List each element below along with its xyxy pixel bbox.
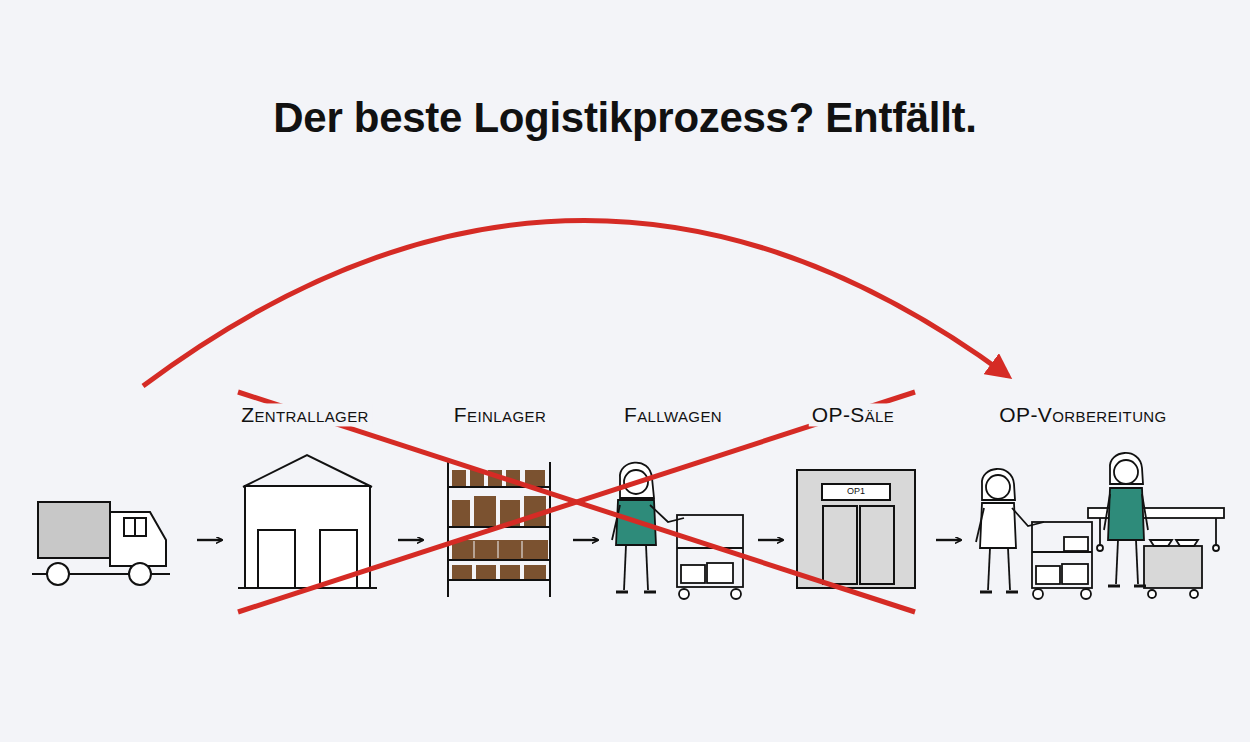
shelf-icon-part-part (452, 470, 466, 486)
room-sign: OP1 (845, 487, 867, 497)
shelf-icon-part-part (522, 541, 523, 558)
or-preparation-scene-part (1064, 537, 1088, 551)
shelf-icon-part-part (452, 500, 470, 526)
or-preparation-scene-part (988, 548, 990, 590)
truck-icon-part (110, 512, 166, 566)
or-preparation-scene-part (1036, 566, 1060, 584)
or-preparation-scene-part (1144, 546, 1202, 588)
flow-arrow-part (758, 539, 783, 541)
case-cart-person-part (644, 591, 656, 594)
case-cart-person-part (679, 589, 689, 599)
case-cart-person-part (612, 505, 620, 540)
warehouse-icon-part (243, 455, 372, 487)
shelf-icon-part-part (524, 565, 546, 579)
shelf-icon-part-part (476, 565, 496, 579)
or-preparation-scene-part (1104, 494, 1110, 530)
or-preparation-scene-part (1190, 590, 1198, 598)
or-preparation-scene-part (1033, 589, 1043, 599)
shelf-icon-part-part (474, 496, 496, 526)
warehouse-icon (238, 455, 377, 588)
red-cross-out (238, 392, 915, 612)
or-preparation-scene-part (1097, 545, 1103, 551)
or-preparation-scene-part (1108, 488, 1144, 540)
shelf-icon-part-part (448, 559, 550, 561)
flow-arrow-part (197, 539, 222, 541)
or-preparation-scene-part (1062, 564, 1088, 584)
or-preparation-scene-part (1012, 508, 1044, 526)
or-preparation-scene-part (1110, 453, 1143, 484)
case-cart-person-part (707, 563, 733, 583)
case-cart-person-part (616, 591, 628, 594)
case-cart-person-part (681, 565, 705, 583)
red-cross-out-part (238, 392, 915, 612)
or-preparation-scene-part (1006, 591, 1018, 594)
case-cart-person-part (624, 545, 626, 590)
truck-icon-part (134, 518, 136, 536)
flow-arrow-part (936, 539, 961, 541)
or-preparation-scene-part (980, 503, 1016, 548)
station-label: Fallwagen (621, 403, 725, 426)
or-preparation-scene-part (1142, 494, 1148, 530)
truck-icon-part (38, 502, 110, 558)
or-preparation-scene-part (986, 475, 1010, 499)
operating-room-icon (797, 470, 915, 588)
or-preparation-scene-part (1134, 585, 1146, 588)
or-preparation-scene-part (1215, 518, 1217, 545)
or-preparation-scene-part (1213, 545, 1219, 551)
flow-arrow-part (398, 539, 423, 541)
warehouse-icon-part (258, 530, 295, 588)
truck-icon (32, 502, 170, 585)
or-preparation-scene-part (1148, 590, 1156, 598)
operating-room-icon-part (822, 484, 890, 500)
shelf-icon-part-part (452, 565, 472, 579)
truck-icon-part (129, 563, 151, 585)
truck-icon-part (47, 563, 69, 585)
or-preparation-scene-part (1116, 540, 1118, 584)
shelf-icon-part-part (474, 541, 475, 558)
or-preparation-scene-part (1008, 548, 1010, 590)
shelf-icon-part (474, 541, 522, 558)
or-preparation-scene-part (976, 508, 984, 542)
operating-room-icon-part (797, 470, 915, 588)
truck-icon-part (124, 518, 146, 536)
or-preparation-scene-part (1114, 460, 1138, 484)
shelf-icon-part-part (549, 462, 551, 597)
or-preparation-scene-part (1108, 585, 1120, 588)
station-label: OP-Vorbereitung (996, 403, 1169, 426)
case-cart-person-part (650, 505, 684, 522)
operating-room-icon-part (860, 506, 894, 584)
or-preparation-scene-part (1176, 540, 1198, 546)
or-preparation-scene-part (1081, 589, 1091, 599)
or-preparation-scene (976, 453, 1224, 599)
shelf-icon-part-part (498, 541, 499, 558)
operating-room-icon-part (823, 506, 857, 584)
or-preparation-scene-part (980, 591, 992, 594)
station-label: OP-Säle (809, 403, 898, 426)
case-cart-person-part (731, 589, 741, 599)
shelf-icon-part-part (448, 579, 550, 581)
or-preparation-scene-part (982, 469, 1015, 500)
red-cross-out-part (238, 392, 915, 612)
or-preparation-scene-part (1032, 522, 1092, 588)
or-preparation-scene-part (1099, 518, 1101, 545)
or-preparation-scene-part (1136, 540, 1138, 584)
or-preparation-scene-part (1150, 540, 1172, 546)
station-label: Feinlager (451, 403, 549, 426)
bypass-arc (143, 220, 1008, 386)
case-cart-person-part (646, 545, 648, 590)
shelf-icon-part-part (500, 565, 520, 579)
shelf-icon-part-part (447, 462, 449, 597)
flow-arrow-part (573, 539, 598, 541)
shelf-icon-part-part (452, 540, 548, 559)
shelf-icon-part-part (525, 470, 545, 486)
station-label: Zentrallager (238, 403, 372, 426)
diagram-title: Der beste Logistikprozess? Entfällt. (273, 94, 976, 142)
